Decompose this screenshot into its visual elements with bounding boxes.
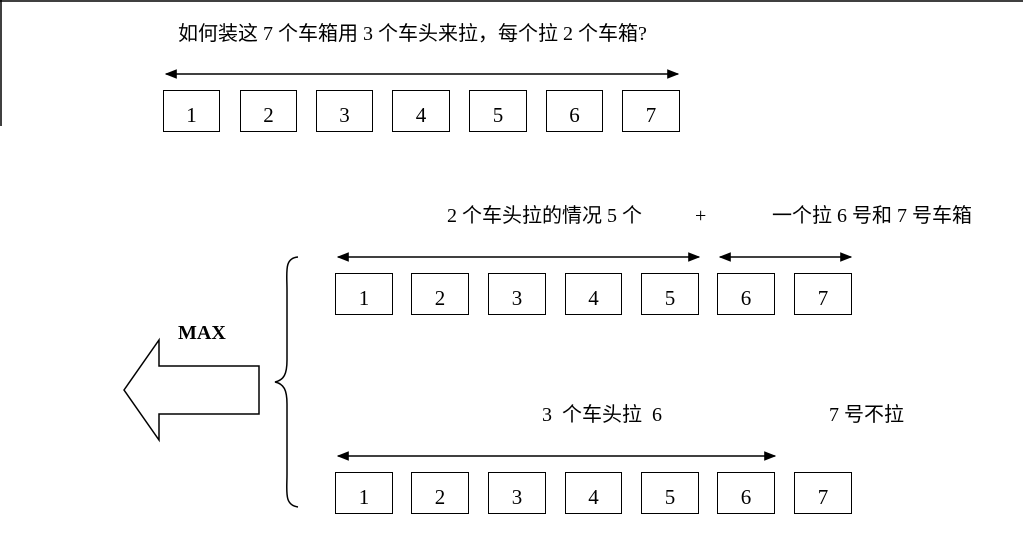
car-box: 7 bbox=[794, 472, 852, 514]
car-box: 1 bbox=[163, 90, 220, 132]
car-box: 6 bbox=[717, 273, 775, 315]
max-arrow-shape bbox=[123, 337, 260, 443]
car-box: 3 bbox=[316, 90, 373, 132]
car-box: 4 bbox=[565, 273, 622, 315]
scenario2-left-label: 3 个车头拉 6 bbox=[542, 404, 662, 426]
car-box: 2 bbox=[411, 273, 469, 315]
scenario1-plus: + bbox=[695, 205, 707, 227]
car-box: 1 bbox=[335, 472, 393, 514]
car-box: 5 bbox=[469, 90, 527, 132]
scenario2-right-label: 7 号不拉 bbox=[829, 404, 904, 426]
car-box: 2 bbox=[411, 472, 469, 514]
car-box: 3 bbox=[488, 273, 546, 315]
car-box: 7 bbox=[622, 90, 680, 132]
car-box: 4 bbox=[392, 90, 450, 132]
curly-brace bbox=[274, 256, 299, 508]
car-box: 1 bbox=[335, 273, 393, 315]
car-box: 5 bbox=[641, 273, 699, 315]
car-box: 6 bbox=[717, 472, 775, 514]
scenario1-right-label: 一个拉 6 号和 7 号车箱 bbox=[772, 205, 972, 227]
scenario1-left-label: 2 个车头拉的情况 5 个 bbox=[447, 205, 642, 227]
max-label: MAX bbox=[178, 322, 226, 344]
car-box: 5 bbox=[641, 472, 699, 514]
car-box: 4 bbox=[565, 472, 622, 514]
question-text: 如何装这 7 个车箱用 3 个车头来拉，每个拉 2 个车箱? bbox=[178, 23, 647, 45]
car-box: 7 bbox=[794, 273, 852, 315]
car-box: 3 bbox=[488, 472, 546, 514]
car-box: 6 bbox=[546, 90, 603, 132]
car-box: 2 bbox=[240, 90, 297, 132]
